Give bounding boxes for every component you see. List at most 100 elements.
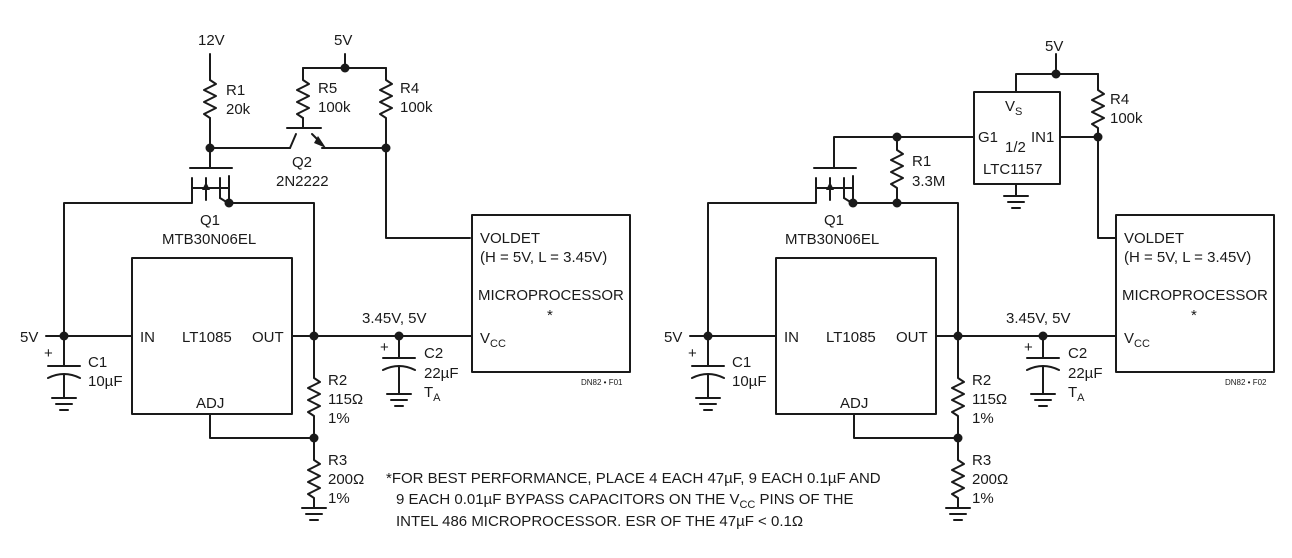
label-right-r2-value: 115Ω	[972, 391, 1007, 408]
label-r4-name: R4	[400, 80, 419, 97]
wire-q1-drain-to-input	[63, 197, 193, 337]
label-right-input-5v: 5V	[664, 329, 682, 346]
label-reg-name: LT1085	[182, 329, 232, 346]
resistor-right-r4	[1091, 73, 1105, 138]
label-r2-tol: 1%	[328, 410, 350, 427]
label-right-r1-value: 3.3M	[912, 173, 945, 190]
label-c1-value: 10µF	[88, 373, 123, 390]
label-r3-name: R3	[328, 452, 347, 469]
label-fig-tag-right: DN82 • F02	[1225, 378, 1267, 387]
wire-right-q1-source	[852, 202, 959, 337]
label-c2-temp: TA	[424, 384, 441, 404]
footnote: *FOR BEST PERFORMANCE, PLACE 4 EACH 47µF…	[386, 470, 881, 530]
mosfet-right-q1	[813, 167, 857, 204]
capacitor-right-c1	[691, 335, 725, 411]
label-input-5v: 5V	[20, 329, 38, 346]
label-c1-plus: +	[44, 345, 53, 362]
label-mp-voldet: VOLDET	[480, 230, 540, 247]
node-right-5v-top	[1051, 69, 1061, 79]
microprocessor-right-box	[1115, 214, 1275, 373]
label-q1-part: MTB30N06EL	[162, 231, 256, 248]
footnote-line-3: INTEL 486 MICROPROCESSOR. ESR OF THE 47µ…	[396, 513, 803, 530]
node-q1-source	[224, 198, 234, 208]
resistor-r4	[379, 67, 393, 149]
left-labels: 12V 5V R1 20k R5 100k R4 100k Q2 2N2222 …	[20, 32, 624, 507]
label-r5-value: 100k	[318, 99, 351, 116]
mosfet-q1	[189, 167, 233, 204]
wire-r4-to-voldet-right	[1097, 136, 1117, 239]
label-right-reg-name: LT1085	[826, 329, 876, 346]
label-r4-value: 100k	[400, 99, 433, 116]
node-5v-top	[340, 63, 350, 73]
wire-right-q1-drain	[707, 197, 817, 337]
label-right-c1-name: C1	[732, 354, 751, 371]
label-right-reg-out: OUT	[896, 329, 928, 346]
node-right-q1-source	[848, 198, 858, 208]
label-q2-name: Q2	[292, 154, 312, 171]
label-drv-g1: G1	[978, 129, 998, 146]
resistor-r1	[203, 79, 217, 119]
resistor-r2	[307, 335, 321, 439]
label-c2-value: 22µF	[424, 365, 459, 382]
label-right-c2-plus: +	[1024, 339, 1033, 356]
wire-driver-ground	[1003, 183, 1029, 209]
label-right-r1-name: R1	[912, 153, 931, 170]
wire-adj	[209, 413, 315, 439]
label-mp-levels: (H = 5V, L = 3.45V)	[480, 249, 607, 266]
label-c2-plus: +	[380, 339, 389, 356]
label-right-q1-name: Q1	[824, 212, 844, 229]
label-c2-name: C2	[424, 345, 443, 362]
label-right-r3-tol: 1%	[972, 490, 994, 507]
label-r1-value: 20k	[226, 101, 251, 118]
label-right-c2-name: C2	[1068, 345, 1087, 362]
label-c1-name: C1	[88, 354, 107, 371]
right-labels: 5V VS G1 1/2 IN1 LTC1157 R4 100k R1 3.3M…	[664, 38, 1268, 507]
label-right-mp-vcc: VCC	[1124, 330, 1150, 350]
label-right-c1-value: 10µF	[732, 373, 767, 390]
capacitor-c2	[382, 335, 416, 407]
label-right-c1-plus: +	[688, 345, 697, 362]
label-reg-in: IN	[140, 329, 155, 346]
label-mp-vcc: VCC	[480, 330, 506, 350]
label-r5-name: R5	[318, 80, 337, 97]
footnote-line-1: *FOR BEST PERFORMANCE, PLACE 4 EACH 47µF…	[386, 470, 881, 487]
capacitor-right-c2	[1026, 335, 1060, 407]
capacitor-c1	[47, 335, 81, 411]
left-circuit	[45, 53, 631, 521]
label-drv-half: 1/2	[1005, 139, 1026, 156]
label-drv-vs: VS	[1005, 98, 1022, 118]
label-r1-name: R1	[226, 82, 245, 99]
node-gate	[205, 143, 215, 153]
label-right-q1-part: MTB30N06EL	[785, 231, 879, 248]
resistor-r3	[301, 437, 327, 521]
label-right-r2-tol: 1%	[972, 410, 994, 427]
label-mp-name: MICROPROCESSOR	[478, 287, 624, 304]
label-q2-part: 2N2222	[276, 173, 329, 190]
label-right-r3-name: R3	[972, 452, 991, 469]
resistor-right-r1	[890, 136, 904, 204]
label-12v: 12V	[198, 32, 225, 49]
wire-q1-source-to-output	[228, 202, 315, 337]
label-r2-name: R2	[328, 372, 347, 389]
label-reg-adj: ADJ	[196, 395, 224, 412]
label-right-5v-top: 5V	[1045, 38, 1063, 55]
label-drv-in1: IN1	[1031, 129, 1054, 146]
label-fig-tag-left: DN82 • F01	[581, 378, 623, 387]
label-mp-star: *	[547, 307, 553, 324]
label-right-r2-name: R2	[972, 372, 991, 389]
label-right-mp-star: *	[1191, 307, 1197, 324]
wire-r4-to-voldet	[385, 147, 471, 239]
wire-g1-to-gate	[833, 136, 975, 169]
label-right-r4-name: R4	[1110, 91, 1129, 108]
label-right-r3-value: 200Ω	[972, 471, 1008, 488]
footnote-line-2: 9 EACH 0.01µF BYPASS CAPACITORS ON THE V…	[396, 491, 853, 511]
label-r3-value: 200Ω	[328, 471, 364, 488]
label-right-out-voltage: 3.45V, 5V	[1006, 310, 1071, 327]
resistor-right-r3	[945, 437, 971, 521]
wire-right-adj	[853, 413, 959, 439]
label-right-r4-value: 100k	[1110, 110, 1143, 127]
label-reg-out: OUT	[252, 329, 284, 346]
resistor-r5	[296, 67, 310, 129]
transistor-q2	[286, 117, 326, 149]
